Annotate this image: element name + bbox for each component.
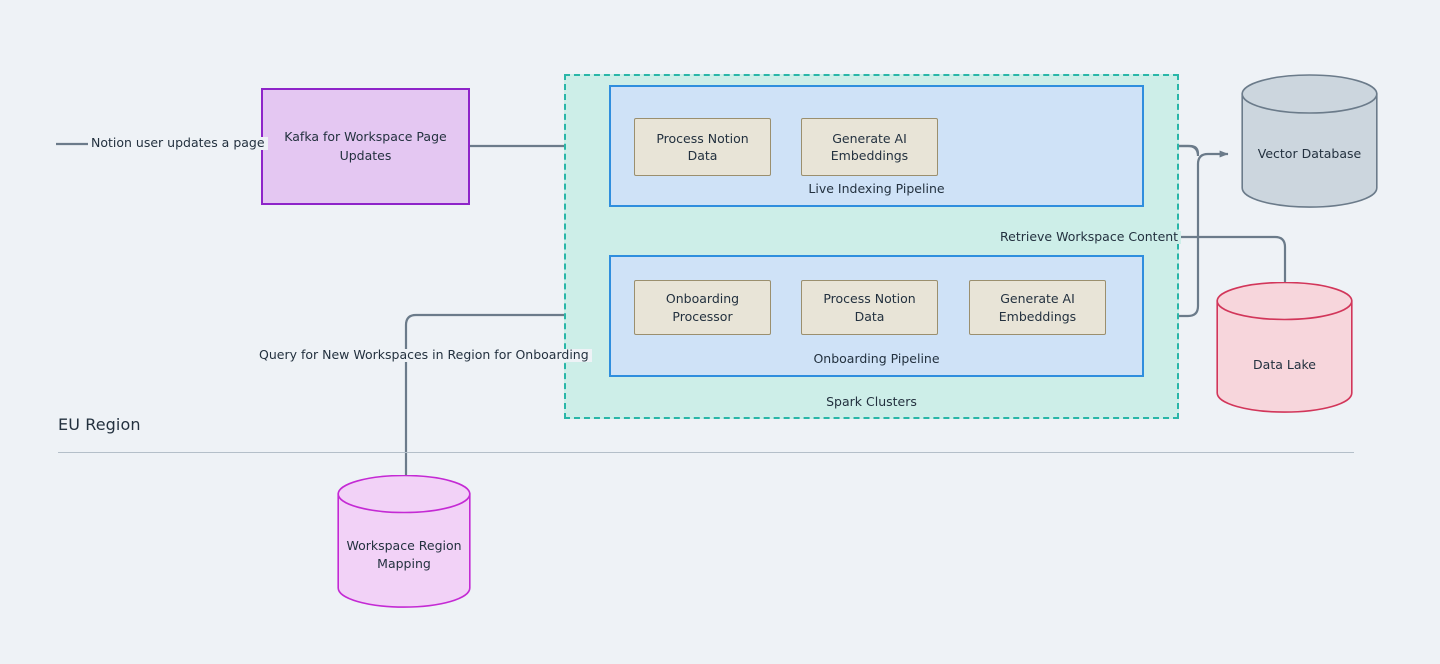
task-generate-ai-embeddings-live[interactable]: Generate AI Embeddings xyxy=(801,118,938,176)
datastore-data-lake[interactable]: Data Lake xyxy=(1216,282,1353,413)
workspace-region-mapping-cylinder-shape xyxy=(337,475,471,608)
vector-database-cylinder-shape xyxy=(1241,74,1378,208)
task-process-notion-data-live[interactable]: Process Notion Data xyxy=(634,118,771,176)
datastore-label-data-lake: Data Lake xyxy=(1253,357,1316,372)
task-process-notion-data-onboarding[interactable]: Process Notion Data xyxy=(801,280,938,335)
datastore-label-vector-database: Vector Database xyxy=(1257,146,1362,161)
pipeline-caption-live-indexing: Live Indexing Pipeline xyxy=(808,181,945,196)
datastore-label-workspace-region-mapping: Workspace Region Mapping xyxy=(346,538,462,571)
edge-label-retrieve-workspace-content: Retrieve Workspace Content xyxy=(997,230,1182,244)
kafka-node[interactable]: Kafka for Workspace Page Updates xyxy=(261,88,470,205)
data-lake-cylinder-shape xyxy=(1216,282,1353,413)
edge-label-notion-user-updates: Notion user updates a page xyxy=(88,136,268,150)
task-generate-ai-embeddings-onboarding[interactable]: Generate AI Embeddings xyxy=(969,280,1106,335)
datastore-workspace-region-mapping[interactable]: Workspace Region Mapping xyxy=(337,475,471,608)
pipeline-caption-onboarding: Onboarding Pipeline xyxy=(813,351,940,366)
datastore-vector-database[interactable]: Vector Database xyxy=(1241,74,1378,208)
region-divider xyxy=(58,452,1354,453)
task-onboarding-processor[interactable]: Onboarding Processor xyxy=(634,280,771,335)
edge-label-query-new-workspaces: Query for New Workspaces in Region for O… xyxy=(256,348,592,362)
cluster-caption-spark-clusters: Spark Clusters xyxy=(826,394,917,409)
region-label-eu: EU Region xyxy=(58,415,141,434)
